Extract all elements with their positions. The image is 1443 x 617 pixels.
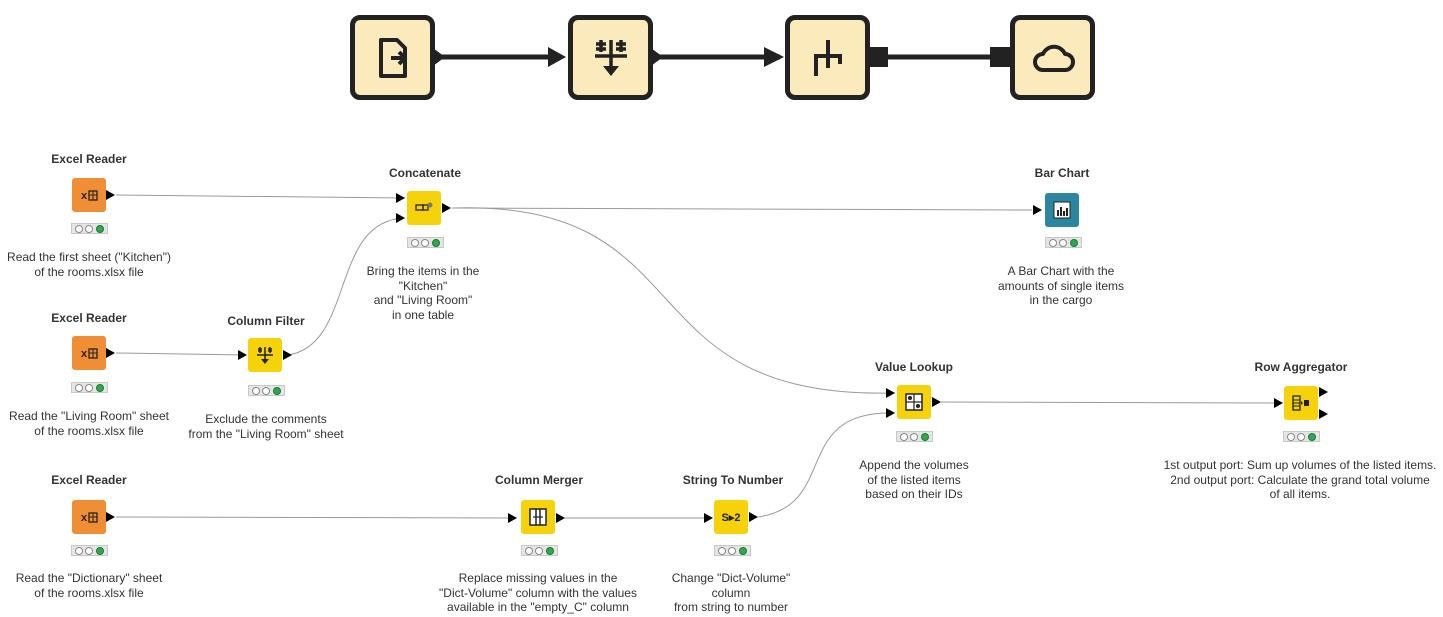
- column-merger-node[interactable]: [521, 500, 555, 534]
- value-lookup-node[interactable]: [897, 385, 931, 419]
- hero-branch-node: [785, 15, 870, 100]
- node-title: String To Number: [682, 473, 784, 487]
- node-status-traffic-light: [714, 545, 751, 556]
- output-port[interactable]: [1319, 386, 1329, 398]
- node-title: Concatenate: [388, 166, 462, 180]
- cloud-icon: [1032, 44, 1075, 72]
- input-port[interactable]: [886, 407, 896, 419]
- node-connections: [115, 194, 1283, 519]
- hero-cloud-node: [1010, 15, 1095, 100]
- excel-reader-node[interactable]: x: [72, 336, 106, 370]
- file-input-icon: [378, 37, 407, 78]
- output-port[interactable]: [283, 349, 293, 361]
- node-status-traffic-light: [1283, 431, 1320, 442]
- node-title: Column Filter: [227, 314, 305, 328]
- excel-icon: x: [81, 190, 98, 202]
- node-status-traffic-light: [521, 545, 558, 556]
- node-title: Value Lookup: [874, 360, 954, 374]
- node-title: Row Aggregator: [1254, 360, 1348, 374]
- hero-file-input-node: [350, 15, 435, 100]
- value-lookup-icon: [905, 393, 923, 411]
- string-to-number-node[interactable]: S▸2: [714, 500, 748, 534]
- column-filter-icon: [594, 39, 627, 76]
- bar-chart-node[interactable]: [1045, 193, 1079, 227]
- node-title: Bar Chart: [1034, 166, 1090, 180]
- branch-icon: [813, 39, 842, 76]
- node-title: Excel Reader: [51, 473, 127, 487]
- row-aggregator-icon: [1292, 395, 1309, 411]
- input-port[interactable]: [1033, 204, 1043, 216]
- column-filter-node[interactable]: [248, 338, 282, 372]
- input-port[interactable]: [704, 512, 714, 524]
- node-status-traffic-light: [71, 545, 108, 556]
- node-title: Column Merger: [494, 473, 584, 487]
- node-status-traffic-light: [71, 382, 108, 393]
- node-status-traffic-light: [896, 431, 933, 442]
- svg-text:x: x: [81, 348, 88, 360]
- node-annotation: Replace missing values in the"Dict-Volum…: [439, 571, 637, 614]
- output-port[interactable]: [556, 512, 566, 524]
- input-port[interactable]: [508, 512, 518, 524]
- node-title: Excel Reader: [51, 311, 127, 325]
- output-port[interactable]: [106, 347, 116, 359]
- svg-text:x: x: [81, 190, 88, 202]
- column-merger-icon: [529, 508, 547, 526]
- svg-text:x: x: [81, 512, 88, 524]
- excel-icon: x: [81, 512, 98, 524]
- input-port[interactable]: [886, 387, 896, 399]
- excel-reader-node[interactable]: x: [72, 500, 106, 534]
- output-port[interactable]: [442, 202, 452, 214]
- node-status-traffic-light: [248, 385, 285, 396]
- node-annotation: 1st output port: Sum up volumes of the l…: [1163, 458, 1437, 501]
- input-port[interactable]: [238, 349, 248, 361]
- node-status-traffic-light: [71, 223, 108, 234]
- node-annotation: Bring the items in the"Kitchen"and "Livi…: [366, 264, 480, 322]
- string-to-number-icon: S▸2: [721, 511, 741, 524]
- input-port[interactable]: [396, 192, 406, 204]
- output-port[interactable]: [106, 189, 116, 201]
- output-port[interactable]: [106, 511, 116, 523]
- input-port[interactable]: [1274, 397, 1284, 409]
- excel-icon: x: [81, 348, 98, 360]
- node-status-traffic-light: [407, 237, 444, 248]
- node-status-traffic-light: [1045, 237, 1082, 248]
- input-port[interactable]: [396, 212, 406, 224]
- bar-chart-icon: [1053, 201, 1071, 219]
- hero-filter-node: [568, 15, 653, 100]
- output-port[interactable]: [749, 511, 759, 523]
- node-title: Excel Reader: [51, 152, 127, 166]
- column-filter-icon: [257, 347, 273, 364]
- output-port[interactable]: [932, 396, 942, 408]
- row-aggregator-node[interactable]: [1284, 386, 1318, 420]
- concatenate-icon: [415, 202, 433, 211]
- excel-reader-node[interactable]: x: [72, 178, 106, 212]
- concatenate-node[interactable]: [407, 191, 441, 225]
- node-annotation: Read the first sheet ("Kitchen")of the r…: [7, 250, 171, 279]
- output-port[interactable]: [1319, 408, 1329, 420]
